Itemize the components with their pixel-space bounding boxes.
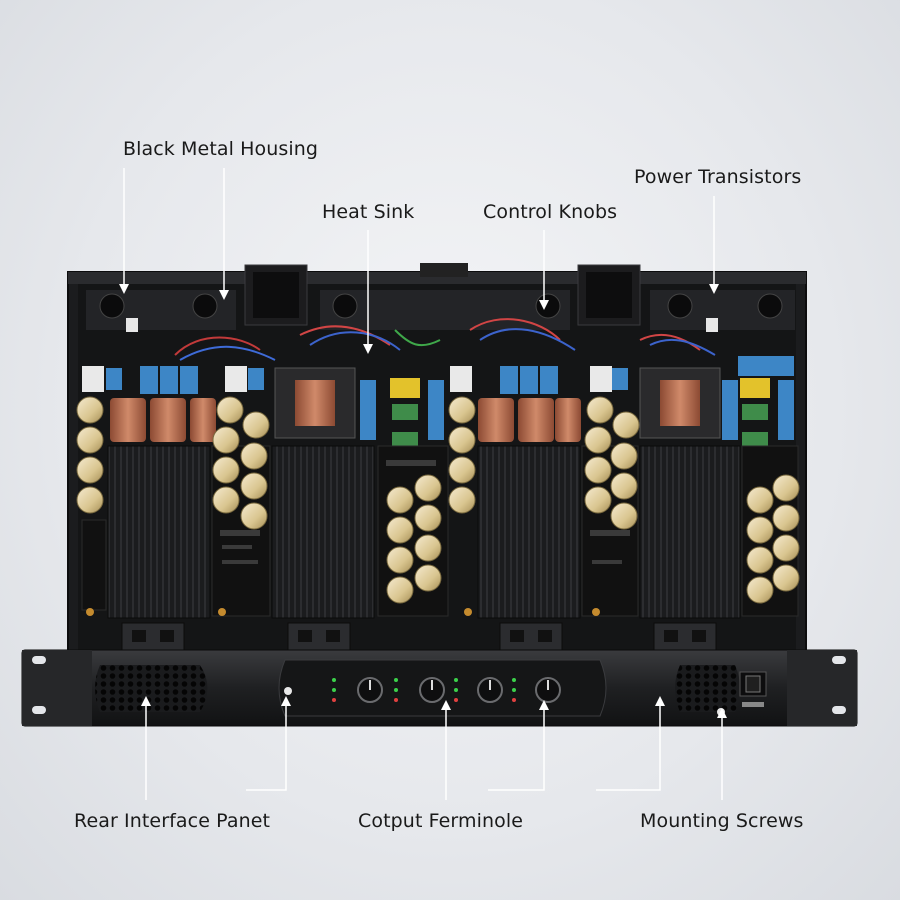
blue-components [82, 356, 794, 440]
indicator-leds [332, 678, 516, 702]
leader-output-right [488, 704, 545, 791]
control-knobs [357, 677, 561, 703]
label-rear-interface-panel: Rear Interface Panet [74, 810, 271, 832]
leader-arrowheads [119, 284, 727, 718]
leader-screws-left [596, 700, 661, 791]
label-mounting-screws: Mounting Screws [640, 810, 804, 832]
leader-lines [123, 168, 723, 800]
relay-blocks [390, 378, 770, 448]
label-black-metal-housing: Black Metal Housing [123, 138, 319, 160]
label-output-terminals: Cotput Ferminole [358, 810, 524, 832]
input-connectors [86, 290, 795, 332]
pcb-details [86, 460, 630, 616]
label-heat-sink: Heat Sink [322, 201, 415, 223]
copper-coils [110, 398, 581, 442]
transformers [274, 367, 721, 439]
label-power-transistors: Power Transistors [634, 166, 802, 188]
wiring [174, 318, 716, 361]
leader-rear-right [246, 700, 287, 791]
capacitors [76, 396, 800, 604]
cooling-fans [244, 263, 641, 326]
heat-sinks [107, 445, 741, 619]
label-control-knobs: Control Knobs [483, 201, 618, 223]
